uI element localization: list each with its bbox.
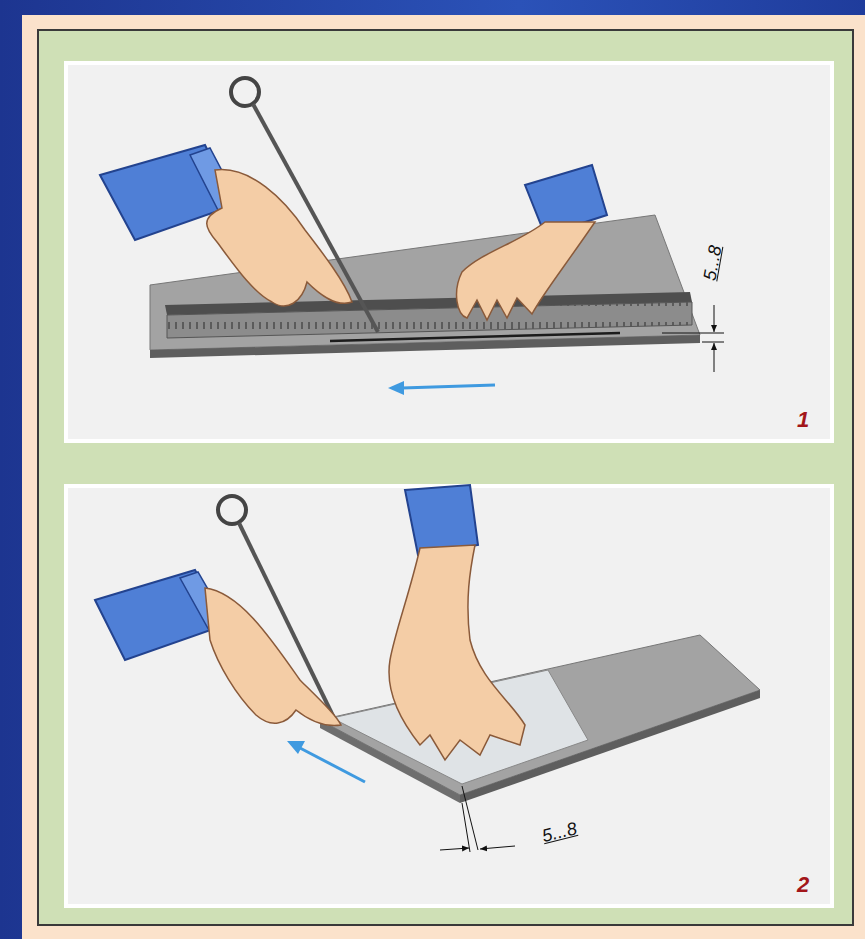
figure-number-holder: 2 — [797, 872, 810, 898]
frame — [22, 15, 865, 939]
board — [38, 30, 853, 925]
panel — [66, 63, 832, 441]
figure-number-holder: 1 — [797, 407, 810, 433]
figure-number: 1 — [797, 407, 809, 433]
ruler-scribing — [100, 78, 724, 395]
template-scribing — [95, 485, 760, 852]
panel — [66, 486, 832, 906]
figure-number: 2 — [797, 872, 809, 898]
